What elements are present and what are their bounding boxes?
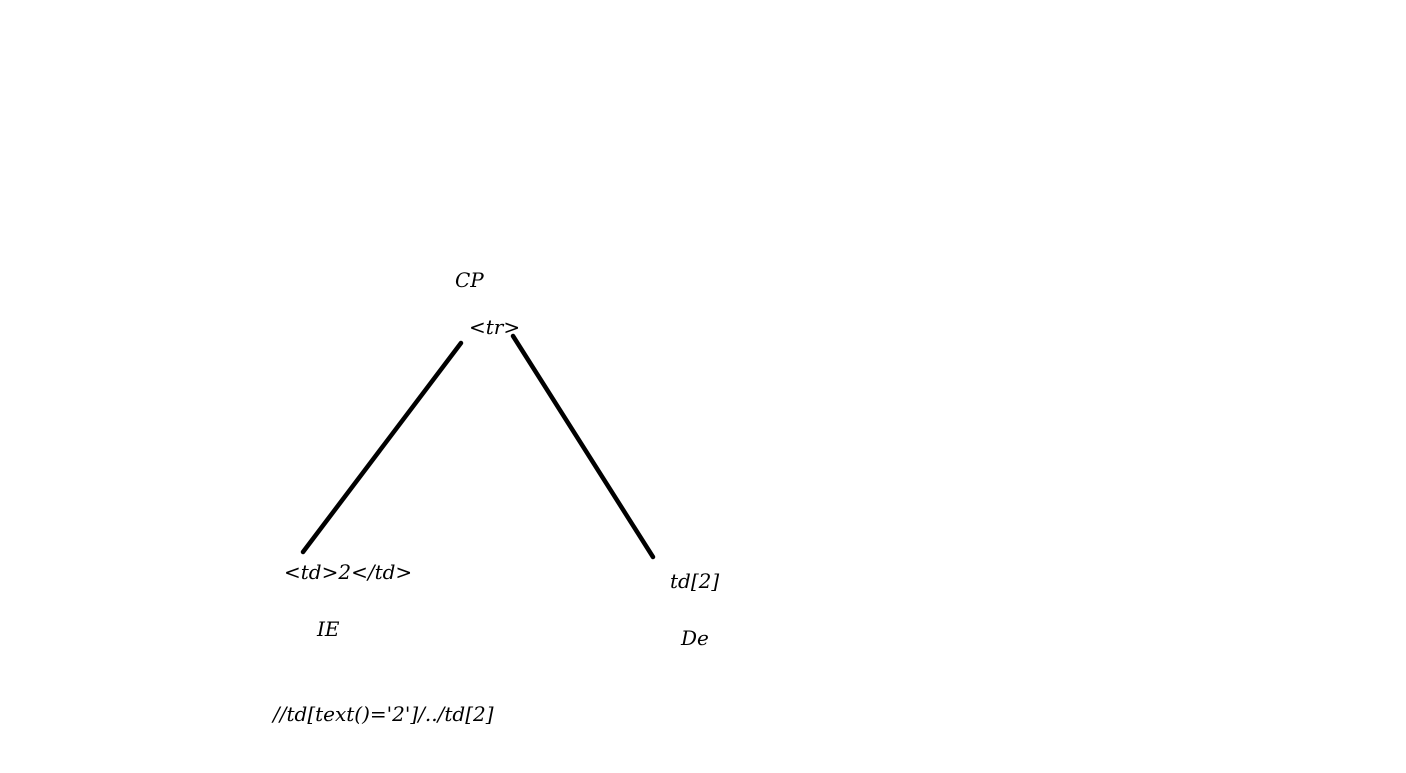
- edge-root-to-left-child: [300, 340, 464, 555]
- edge-root-to-right-child: [510, 333, 656, 560]
- xpath-expression: //td[text()='2']/../td[2]: [271, 702, 494, 726]
- right-child-tag-label: td[2]: [670, 569, 719, 593]
- left-child-role-label: IE: [316, 617, 340, 641]
- root-role-label: CP: [455, 268, 484, 292]
- root-tag-label: <tr>: [469, 315, 520, 339]
- left-child-tag-label: <td>2</td>: [284, 560, 412, 584]
- right-child-role-label: De: [680, 626, 709, 650]
